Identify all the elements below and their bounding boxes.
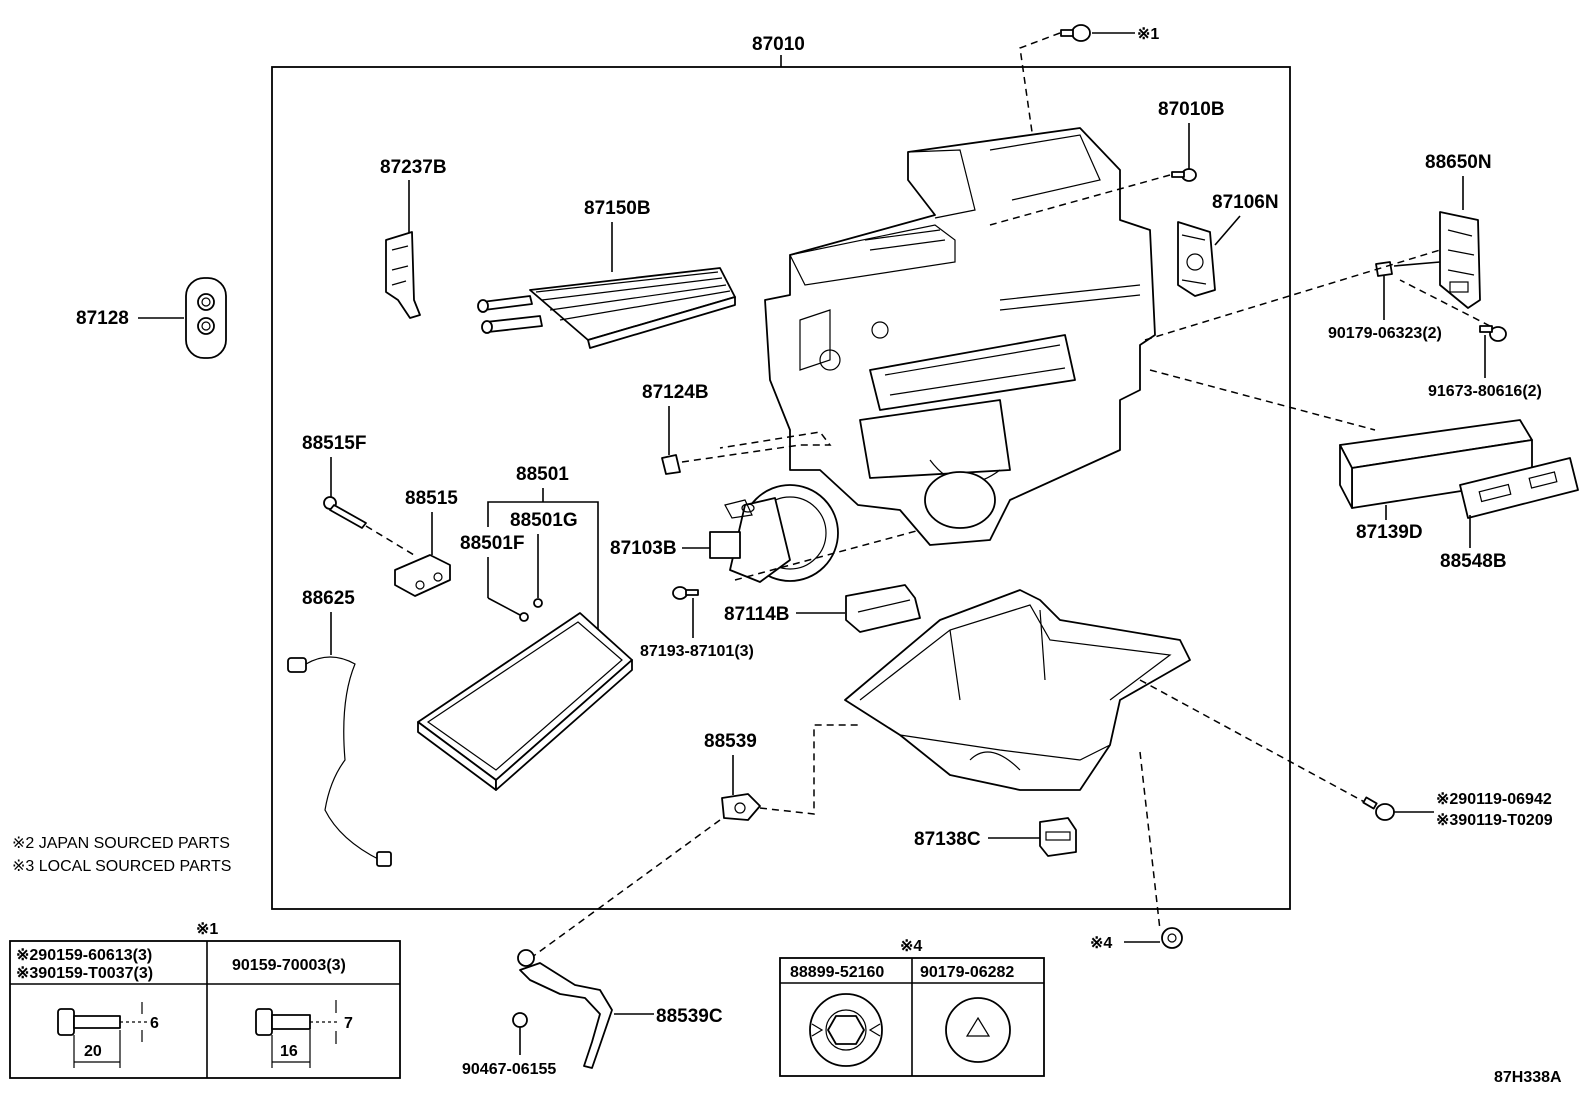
label-87103B[interactable]: 87103B (610, 538, 677, 559)
label-90467-06155[interactable]: 90467-06155 (462, 1061, 556, 1078)
bolt-ref1-icon (1060, 24, 1091, 42)
expansion-valve-88515-icon (394, 554, 451, 597)
connector-87138C-icon (1039, 817, 1077, 857)
label-88548B[interactable]: 88548B (1440, 551, 1507, 572)
table1-dim-dia2: 7 (344, 1015, 353, 1032)
table1-dim-len2: 16 (280, 1043, 298, 1060)
label-87010B[interactable]: 87010B (1158, 99, 1225, 120)
drain-valve-88539-icon (721, 793, 761, 821)
table1-title: ※1 (196, 921, 218, 938)
cover-88548B-icon (1459, 457, 1579, 519)
label-87237B[interactable]: 87237B (380, 157, 447, 178)
clip-nut-88899-icon (809, 993, 883, 1067)
nut-90179-06282-icon (945, 997, 1011, 1063)
bracket-87114B-icon (845, 584, 921, 633)
table1-col1-line2[interactable]: ※390159-T0037(3) (16, 965, 153, 982)
figure-id: 87H338A (1494, 1069, 1562, 1086)
heater-core-87150B-icon (477, 267, 736, 349)
filter-87139D-icon (1339, 419, 1533, 509)
lower-case-icon (844, 589, 1191, 791)
table4-col2[interactable]: 90179-06282 (920, 964, 1014, 981)
table-ref4 (779, 957, 1045, 1077)
servo-87106N-icon (1177, 221, 1216, 297)
label-88625[interactable]: 88625 (302, 588, 355, 609)
screw-87010B-icon (1171, 168, 1197, 182)
note-local: ※3 LOCAL SOURCED PARTS (12, 858, 231, 875)
table1-col1-line1[interactable]: ※290159-60613(3) (16, 947, 152, 964)
label-88650N[interactable]: 88650N (1425, 152, 1492, 173)
label-88501F[interactable]: 88501F (460, 533, 524, 554)
table1-dim-len1: 20 (84, 1043, 102, 1060)
label-87128[interactable]: 87128 (76, 308, 129, 329)
table1-col2[interactable]: 90159-70003(3) (232, 957, 346, 974)
table4-col1[interactable]: 88899-52160 (790, 964, 884, 981)
clip-90467-06155-icon (512, 1012, 528, 1028)
label-87150B[interactable]: 87150B (584, 198, 651, 219)
label-87010[interactable]: 87010 (752, 34, 805, 55)
label-87138C[interactable]: 87138C (914, 829, 981, 850)
bracket-87237B-icon (385, 231, 421, 319)
ref1-label[interactable]: ※1 (1137, 26, 1159, 43)
screw-87193-87101-icon (672, 586, 699, 600)
label-90119-06942[interactable]: ※290119-06942 (1436, 791, 1552, 808)
thermistor-88625-icon (287, 656, 392, 867)
table4-title: ※4 (900, 938, 922, 955)
label-87114B[interactable]: 87114B (724, 604, 790, 625)
evaporator-88501-icon (417, 612, 633, 791)
label-88515[interactable]: 88515 (405, 488, 458, 509)
hose-88539C-icon (517, 949, 613, 1069)
label-88539[interactable]: 88539 (704, 731, 757, 752)
table-ref1 (9, 940, 401, 1079)
label-90119-T0209[interactable]: ※390119-T0209 (1436, 812, 1553, 829)
bolt-drawing-2-icon (255, 1000, 340, 1068)
note-japan: ※2 JAPAN SOURCED PARTS (12, 835, 230, 852)
label-87124B[interactable]: 87124B (642, 382, 709, 403)
nut-ref4-icon (1161, 927, 1183, 949)
label-88501[interactable]: 88501 (516, 464, 569, 485)
bolt-91673-80616-icon (1479, 325, 1507, 342)
bolt-drawing-1-icon (57, 1002, 148, 1068)
label-91673-80616[interactable]: 91673-80616(2) (1428, 383, 1542, 400)
label-88515F[interactable]: 88515F (302, 433, 366, 454)
label-87193-87101[interactable]: 87193-87101(3) (640, 643, 754, 660)
bolt-88515F-icon (323, 496, 367, 529)
label-87106N[interactable]: 87106N (1212, 192, 1279, 213)
label-88501G[interactable]: 88501G (510, 510, 578, 531)
bolt-90119-icon (1362, 796, 1395, 821)
grommet-87128-icon (185, 277, 227, 359)
ref4-label[interactable]: ※4 (1090, 935, 1112, 952)
label-87139D[interactable]: 87139D (1356, 522, 1423, 543)
hvac-case-icon (764, 127, 1156, 546)
clip-87124B-icon (661, 454, 681, 475)
amplifier-88650N-icon (1439, 211, 1481, 309)
table1-dim-dia1: 6 (150, 1015, 159, 1032)
label-90179-06323[interactable]: 90179-06323(2) (1328, 325, 1442, 342)
blower-motor-87103B-icon (709, 484, 839, 583)
label-88539C[interactable]: 88539C (656, 1006, 723, 1027)
